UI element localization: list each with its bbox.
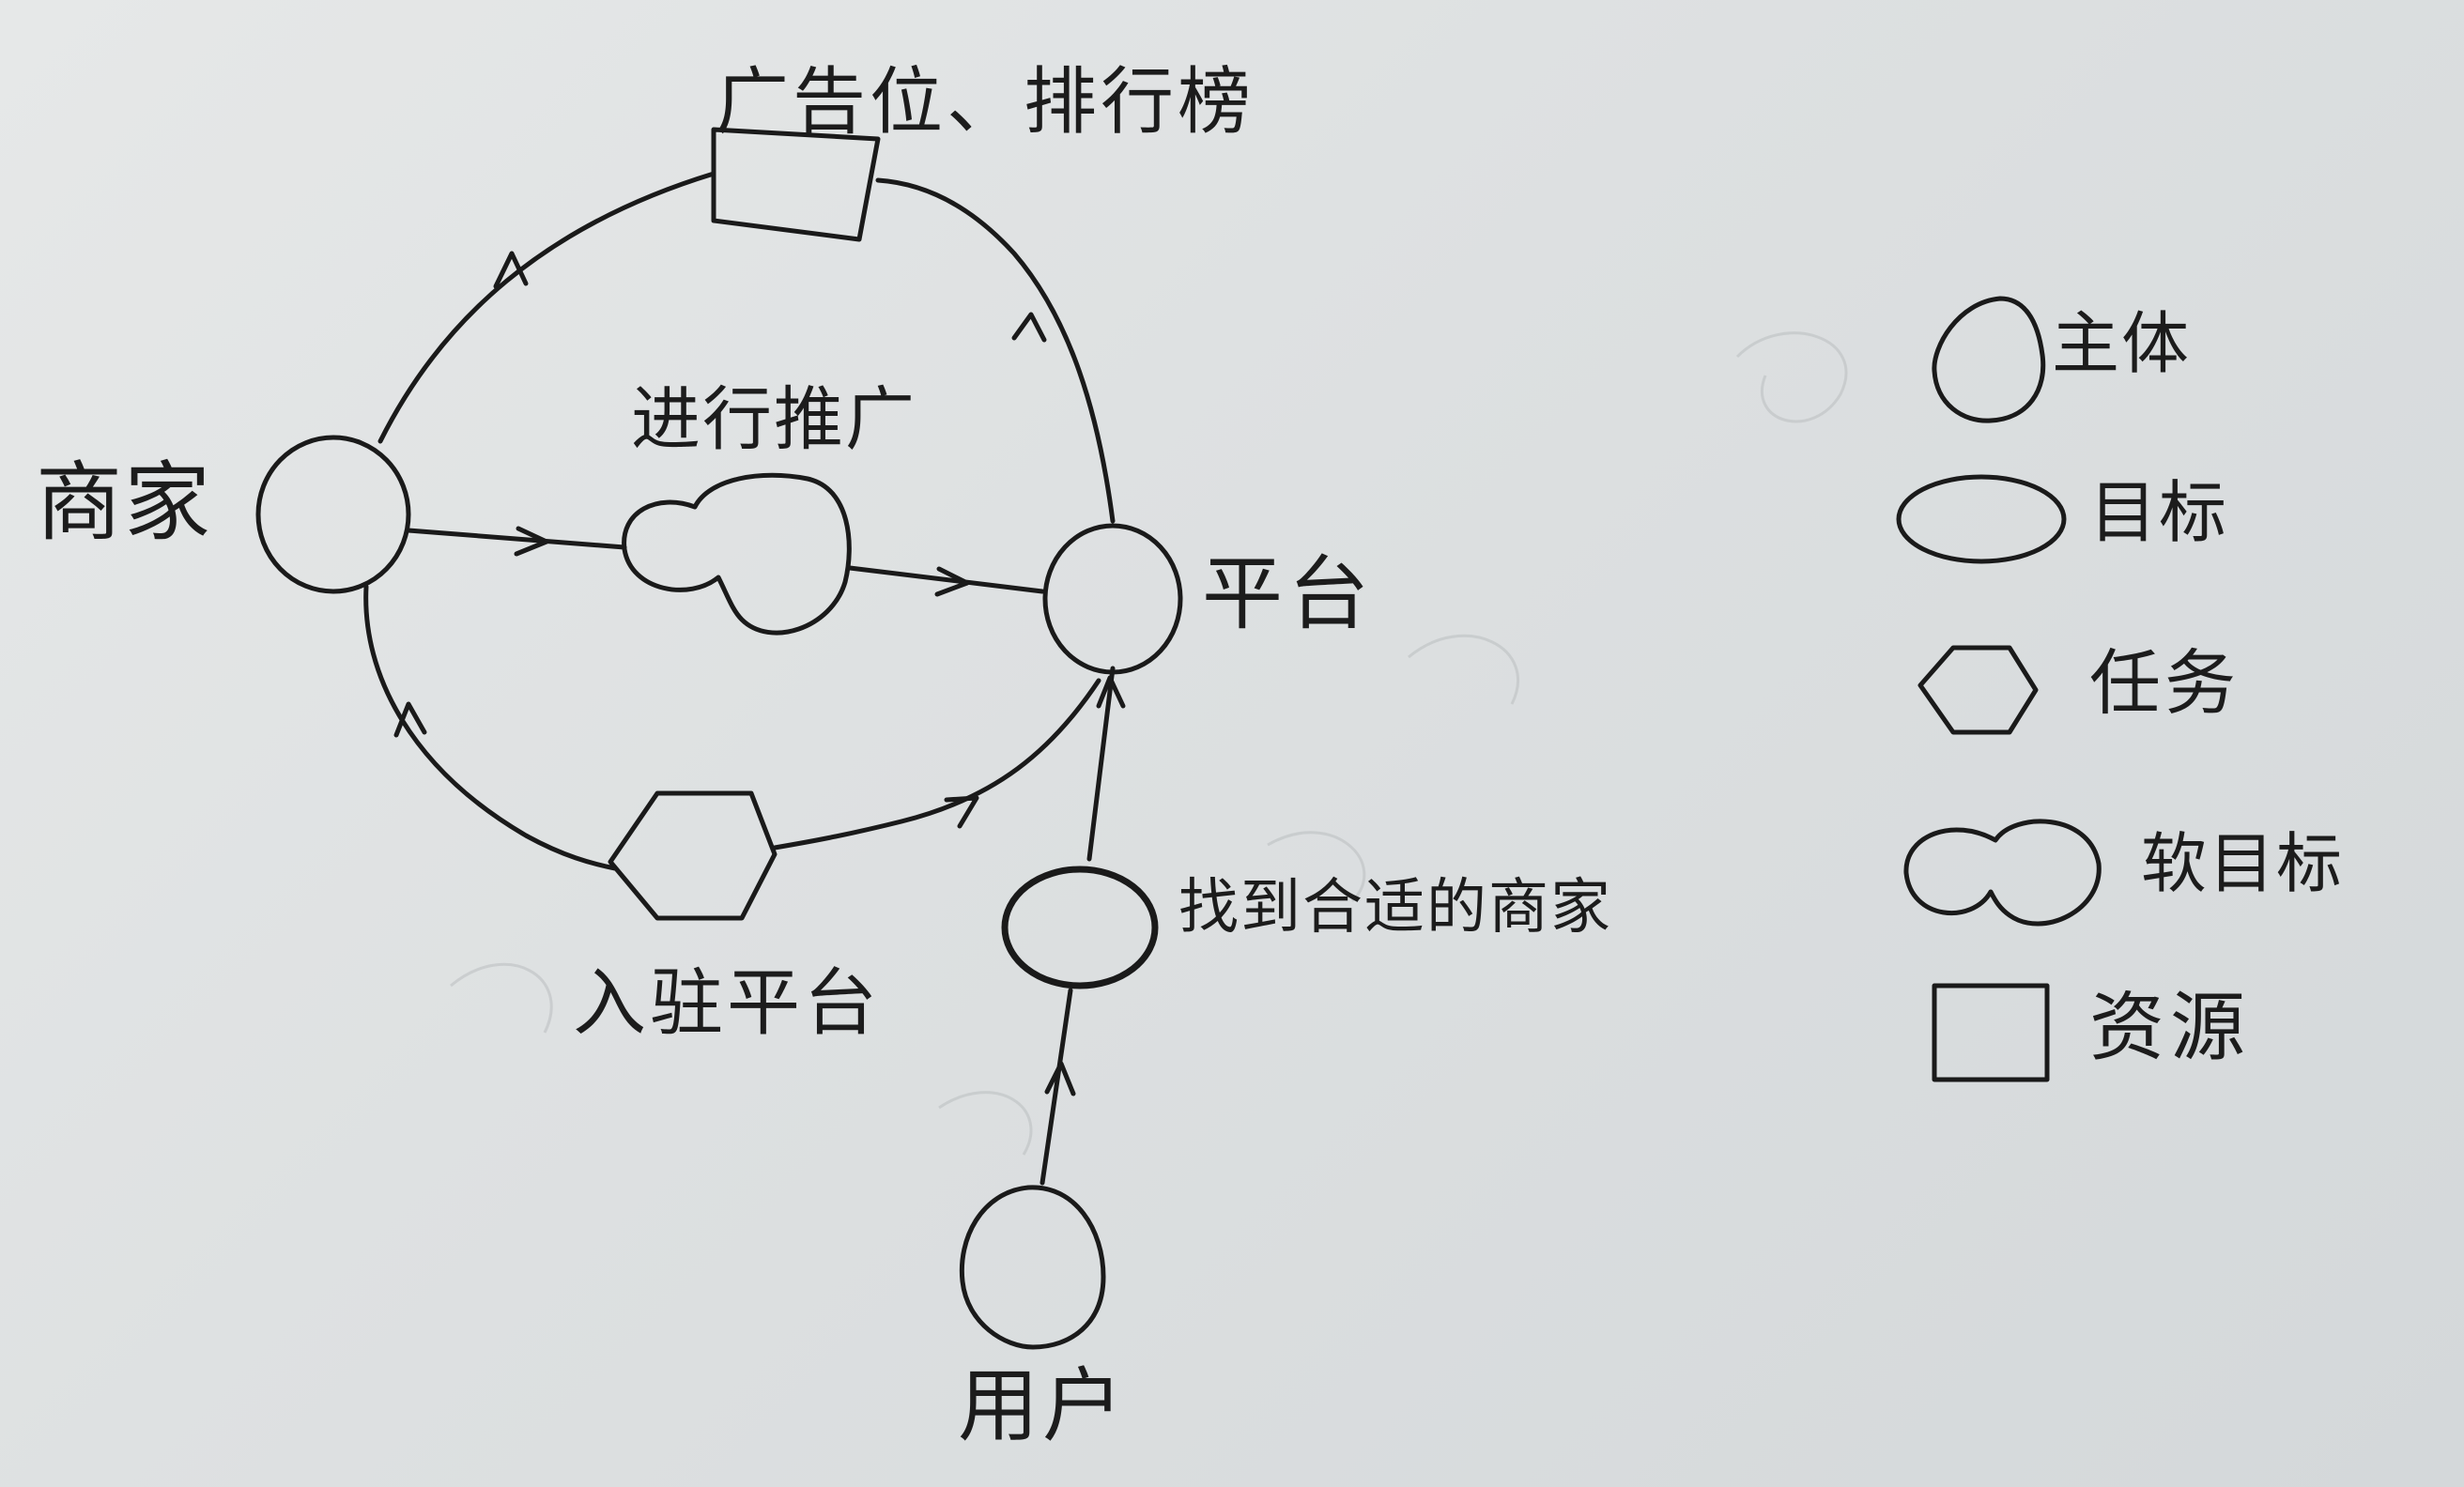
platform-label: 平台: [1202, 547, 1375, 641]
legend-soft-goal-shape: [1903, 819, 2102, 927]
merchant-actor: [255, 435, 411, 594]
arrow-platform-resource: [1011, 312, 1047, 343]
edge-platform-to-task: [772, 678, 1101, 851]
edge-task-to-merchant: [363, 584, 618, 871]
edge-user-to-goal: [1040, 988, 1073, 1186]
ads-ranking-resource: [711, 127, 881, 242]
edge-merchant-to-promote: [406, 528, 627, 550]
legend-actor-shape: [1932, 296, 2046, 423]
goal-label: 找到合适的商家: [1178, 873, 1612, 943]
user-actor: [959, 1185, 1106, 1350]
join-platform-task: [608, 790, 778, 921]
legend-resource-shape: [1932, 983, 2050, 1082]
arrow-platform-task: [944, 795, 979, 829]
arrow-merchant-promote: [514, 526, 549, 557]
legend-task-label: 任务: [2089, 641, 2240, 725]
soft-goal-label: 进行推广: [631, 379, 916, 460]
arrow-merchant-resource: [493, 251, 529, 289]
arrow-goal-platform: [1096, 675, 1126, 709]
arrow-user-goal: [1044, 1061, 1076, 1096]
legend-task-shape: [1917, 645, 2039, 735]
edge-goal-to-platform: [1086, 666, 1116, 862]
edge-promote-to-platform: [847, 565, 1045, 594]
resource-label: 广告位、排行榜: [716, 60, 1255, 145]
legend-actor-label: 主体: [2052, 304, 2192, 383]
find-merchant-goal: [1001, 866, 1159, 989]
task-label: 入驻平台: [573, 961, 882, 1046]
user-label: 用户: [958, 1359, 1127, 1453]
legend-soft-goal-label: 软目标: [2141, 825, 2344, 902]
loop-merchant-to-resource: [377, 171, 716, 444]
paper-texture: [450, 331, 1848, 1156]
legend-goal-shape: [1896, 474, 2067, 564]
merchant-label: 商家: [36, 452, 213, 553]
platform-actor: [1042, 523, 1183, 675]
loop-platform-to-resource: [875, 177, 1116, 524]
legend-goal-label: 目标: [2089, 473, 2229, 552]
legend-resource-label: 资源: [2089, 984, 2251, 1071]
arrow-promote-platform: [934, 566, 970, 597]
promote-soft-goal: [622, 472, 852, 636]
arrow-task-merchant: [393, 701, 427, 738]
